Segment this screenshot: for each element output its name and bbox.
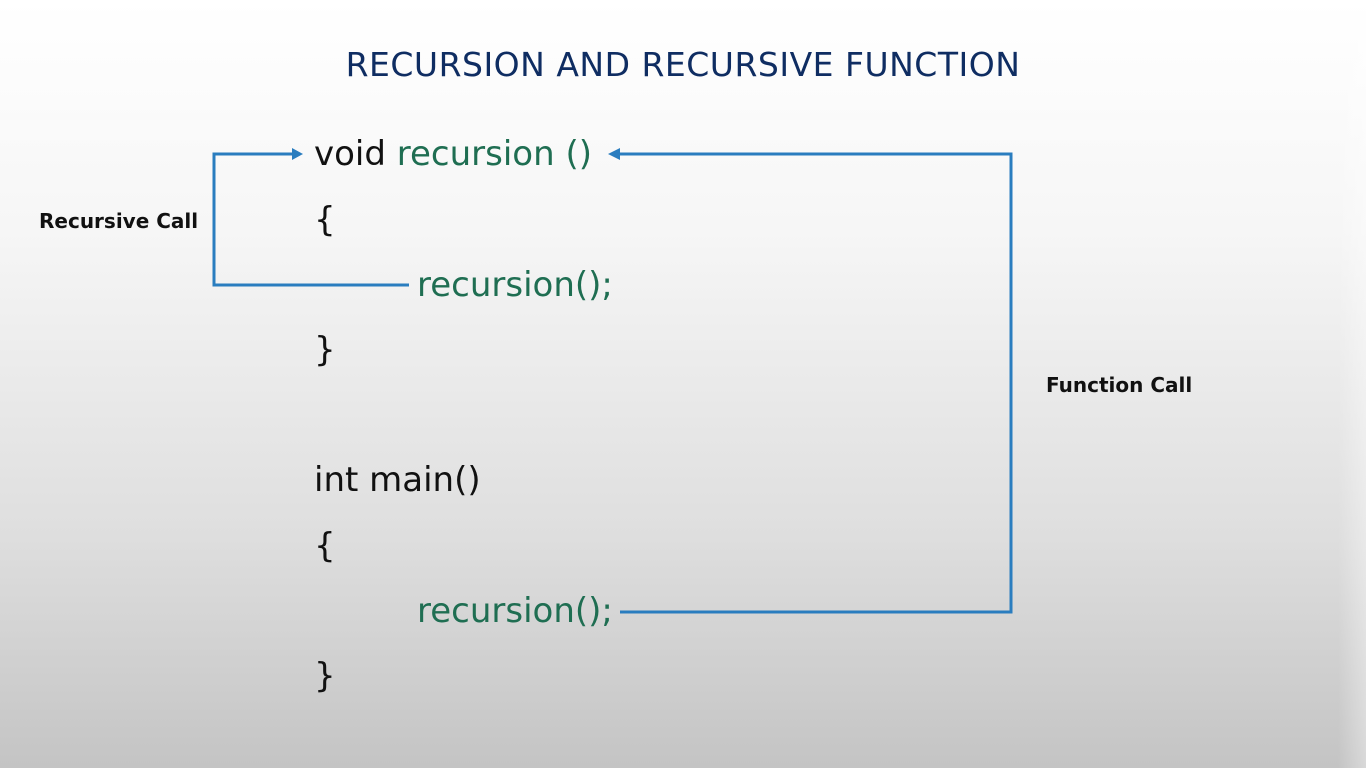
close-brace-main: } (314, 656, 336, 696)
recursive-call-arrow (212, 152, 409, 287)
recursion-name: recursion () (396, 134, 592, 174)
recursion-signature: void recursion () (314, 132, 592, 176)
close-brace-recursion: } (314, 330, 336, 370)
function-call-label: Function Call (1046, 373, 1193, 397)
void-keyword: void (314, 134, 386, 174)
main-signature: int main() (314, 460, 481, 500)
function-call-arrowhead (608, 148, 620, 160)
recursive-call-statement: recursion(); (417, 265, 613, 305)
function-call-connector (618, 152, 1013, 614)
open-brace-main: { (314, 526, 336, 566)
background-edge (1338, 0, 1366, 768)
recursive-call-arrowhead (292, 148, 303, 160)
recursive-call-connector (212, 152, 409, 287)
open-brace-recursion: { (314, 200, 336, 240)
page-title: RECURSION AND RECURSIVE FUNCTION (345, 45, 1021, 84)
function-call-arrow (618, 152, 1013, 614)
recursive-call-label: Recursive Call (39, 209, 199, 233)
function-call-statement: recursion(); (417, 591, 613, 631)
